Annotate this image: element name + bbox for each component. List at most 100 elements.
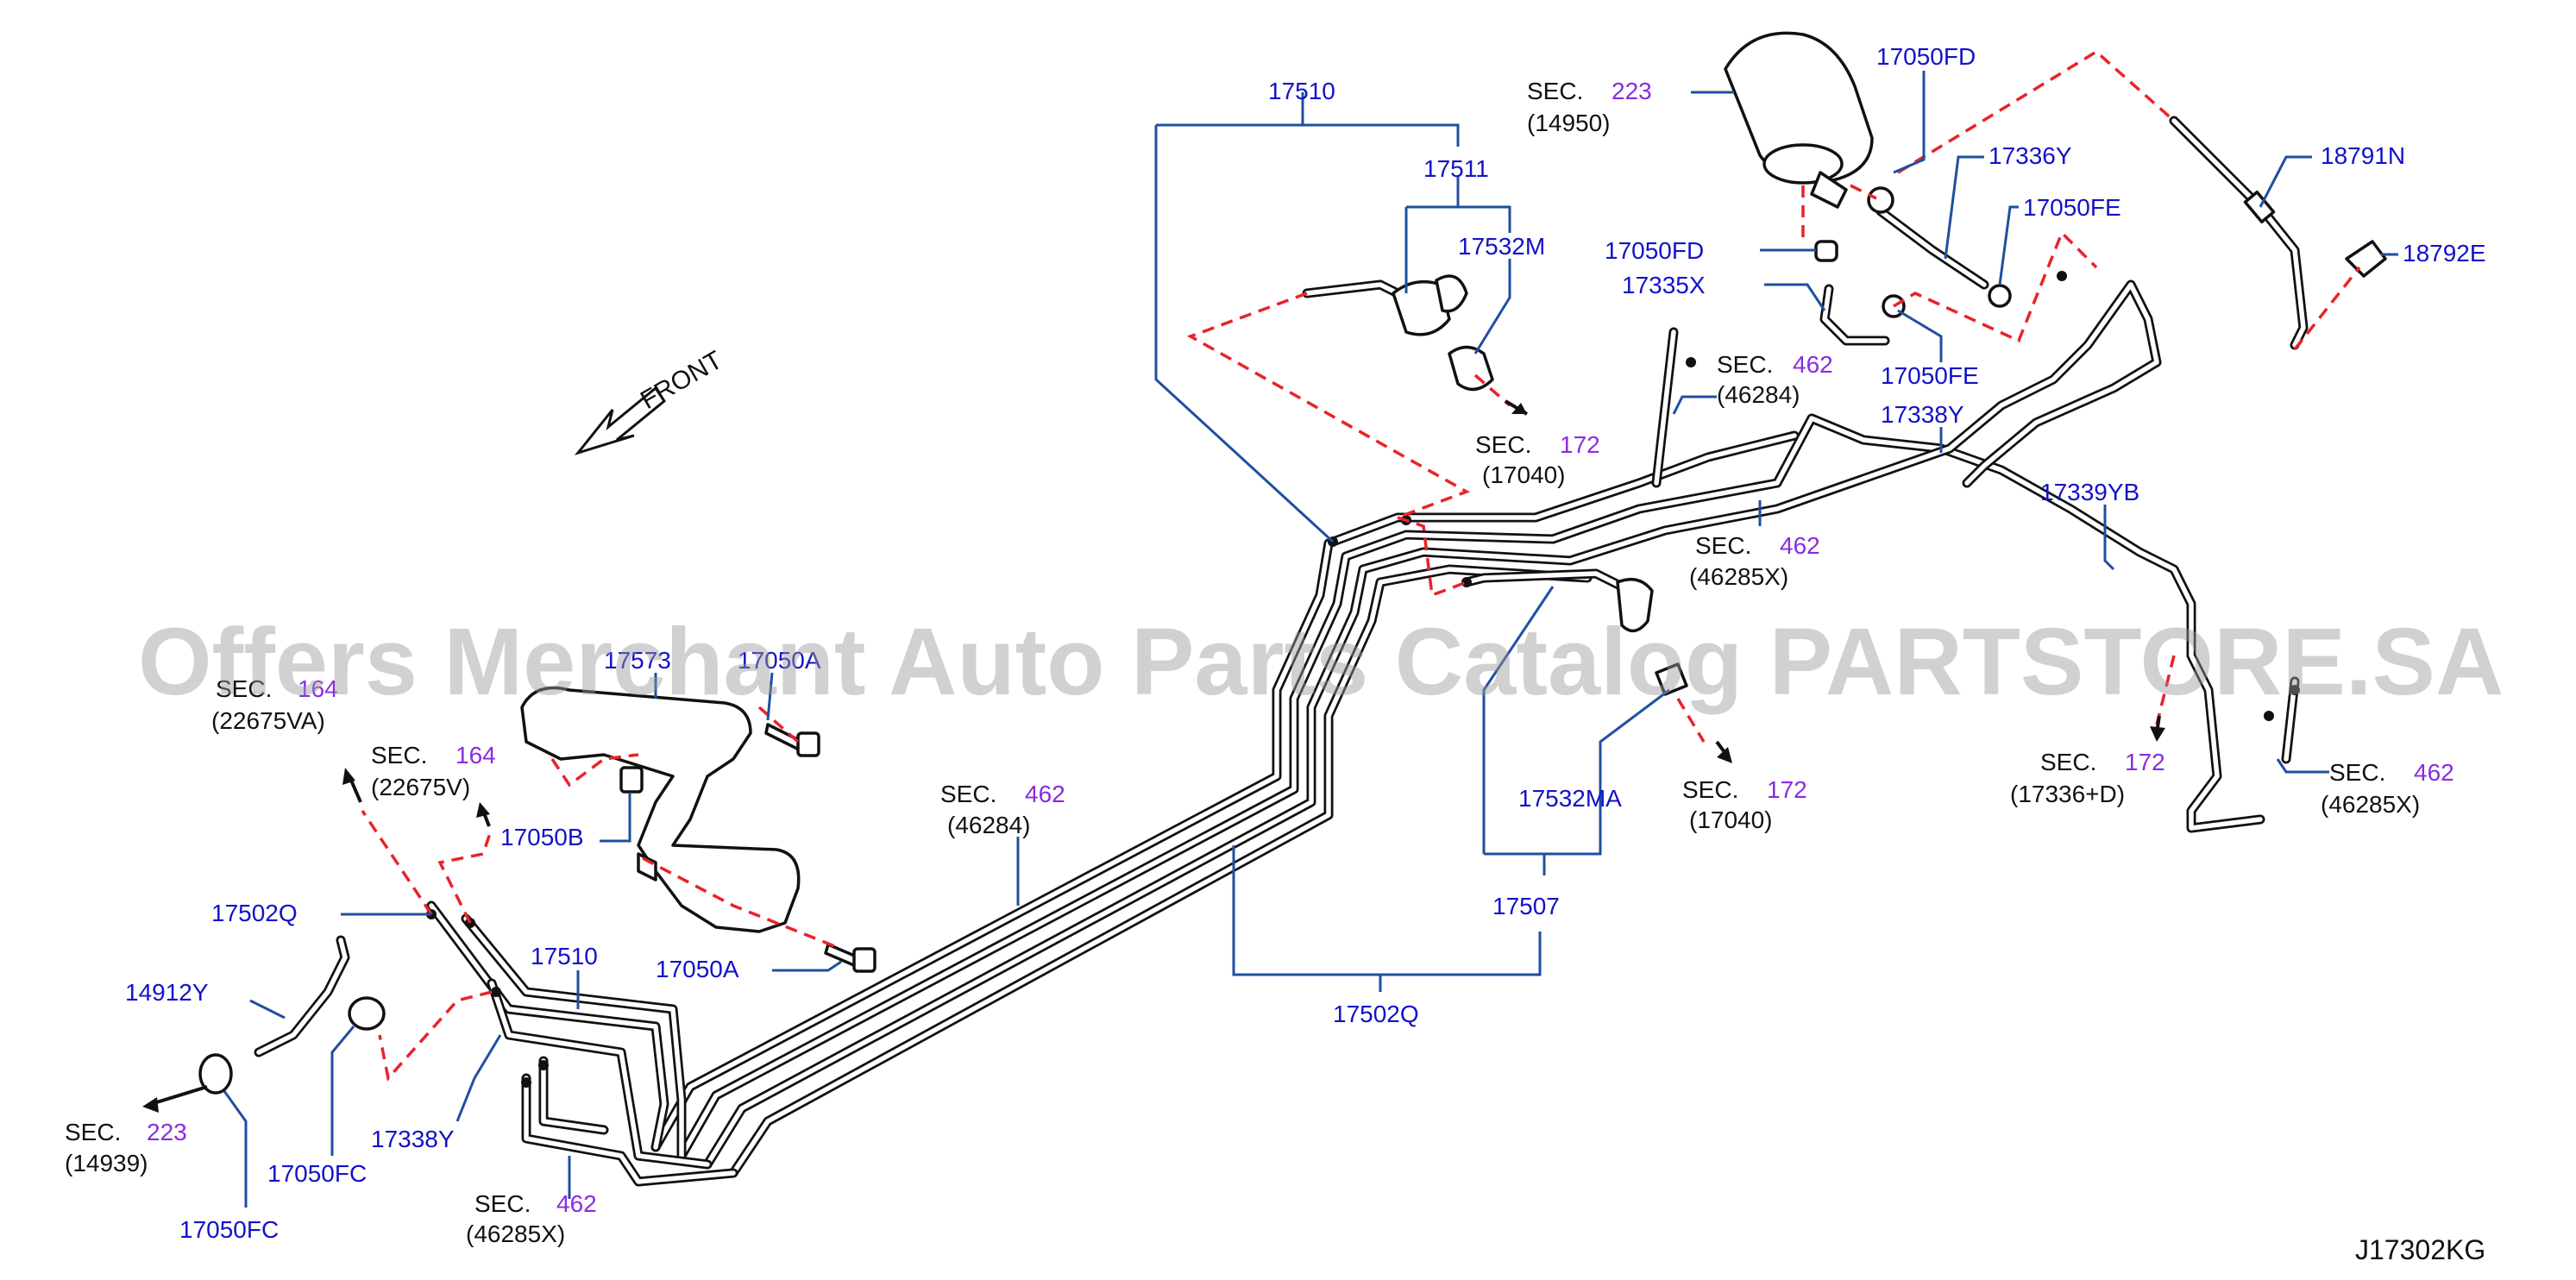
hose-14912Y (254, 935, 350, 1057)
sec-172-17040-mid: SEC. 172 (17040) (1682, 776, 1807, 833)
label-17573: 17573 (604, 647, 671, 674)
label-17335X: 17335X (1622, 272, 1706, 298)
direction-arrows (142, 399, 2165, 1113)
svg-text:SEC.: SEC. (1717, 351, 1773, 378)
svg-text:(17040): (17040) (1482, 461, 1566, 488)
svg-text:(14939): (14939) (65, 1150, 148, 1176)
main-pipe-bundle (650, 279, 2300, 1178)
label-17336Y: 17336Y (1989, 142, 2072, 169)
svg-text:SEC.: SEC. (1475, 431, 1531, 458)
svg-text:(22675V): (22675V) (371, 774, 470, 800)
connection-dashed-lines (361, 49, 2361, 1082)
label-17502Q-left: 17502Q (211, 900, 298, 926)
label-17502Q-bottom: 17502Q (1333, 1001, 1419, 1027)
clamp-17050FC-mid (348, 996, 386, 1031)
svg-text:SEC.: SEC. (371, 742, 427, 769)
label-17050FE-mid: 17050FE (1881, 362, 1979, 389)
svg-text:SEC.: SEC. (1527, 78, 1583, 104)
hose-17335X (1814, 240, 1890, 346)
label-17338Y-left: 17338Y (371, 1126, 455, 1152)
front-label: FRONT (636, 346, 727, 415)
svg-text:172: 172 (1560, 431, 1600, 458)
label-17510-left: 17510 (531, 943, 598, 969)
label-17532MA: 17532MA (1518, 785, 1622, 812)
leader-lines (223, 71, 2398, 1208)
svg-text:(22675VA): (22675VA) (211, 707, 325, 734)
front-pipe-branch (426, 900, 738, 1187)
clamp-18792E (2345, 240, 2387, 278)
svg-text:(46285X): (46285X) (1689, 563, 1788, 590)
label-17050FD-top: 17050FD (1876, 43, 1976, 70)
svg-text:462: 462 (556, 1190, 597, 1217)
sec-172-17040-top: SEC. 172 (17040) (1475, 431, 1600, 488)
connector-17532M (1448, 345, 1494, 392)
sec-164-22675VA: SEC. 164 (22675VA) (211, 675, 338, 734)
label-17050B: 17050B (500, 824, 584, 850)
part-labels: 17510 17511 17532M 17050FD 17336Y 18791N… (125, 43, 2486, 1243)
svg-text:SEC.: SEC. (65, 1119, 121, 1145)
svg-text:(46284): (46284) (1717, 381, 1800, 408)
svg-text:462: 462 (1793, 351, 1833, 378)
sec-223-14939: SEC. 223 (14939) (65, 1119, 187, 1176)
svg-text:164: 164 (456, 742, 496, 769)
watermark-text: Offers Merchant Auto Parts Catalog PARTS… (138, 609, 2504, 715)
sec-462-46285X-bottom: SEC. 462 (46285X) (466, 1190, 597, 1247)
svg-text:(17040): (17040) (1689, 806, 1773, 833)
svg-text:(46285X): (46285X) (466, 1220, 565, 1247)
label-14912Y: 14912Y (125, 979, 209, 1006)
label-17507: 17507 (1492, 893, 1560, 919)
svg-text:(14950): (14950) (1527, 110, 1611, 136)
svg-text:223: 223 (1612, 78, 1652, 104)
label-17510-top: 17510 (1268, 78, 1335, 104)
bracket-17573 (520, 686, 801, 933)
svg-text:223: 223 (147, 1119, 187, 1145)
label-17050FE-top: 17050FE (2023, 194, 2121, 221)
svg-text:SEC.: SEC. (1695, 532, 1751, 559)
svg-text:SEC.: SEC. (216, 675, 272, 702)
sec-462-46284-center: SEC. 462 (46284) (940, 781, 1065, 838)
svg-text:462: 462 (1780, 532, 1820, 559)
svg-text:SEC.: SEC. (1682, 776, 1738, 803)
label-17050FC-bottom: 17050FC (179, 1216, 279, 1243)
svg-text:172: 172 (2125, 749, 2165, 775)
sec-164-22675V: SEC. 164 (22675V) (371, 742, 496, 800)
front-indicator: FRONT (574, 346, 727, 455)
svg-text:SEC.: SEC. (2040, 749, 2096, 775)
label-17050A-top: 17050A (738, 647, 821, 674)
label-17532M: 17532M (1458, 233, 1545, 260)
sec-223-top: SEC. 223 (14950) (1527, 78, 1652, 136)
evap-canister (1724, 31, 1874, 209)
bolt-17050A-bottom (824, 943, 876, 973)
svg-text:462: 462 (2414, 759, 2454, 786)
label-17338Y-right: 17338Y (1881, 401, 1964, 428)
clip-17050FE-top (1988, 284, 2012, 308)
sec-462-46285X-mid: SEC. 462 (46285X) (1689, 532, 1820, 590)
svg-text:SEC.: SEC. (940, 781, 996, 807)
label-17050A-bottom: 17050A (656, 956, 739, 982)
hose-17336Y (1867, 186, 1989, 290)
nut-17050B (619, 766, 644, 794)
svg-text:164: 164 (298, 675, 338, 702)
svg-text:462: 462 (1025, 781, 1065, 807)
label-17050FD-mid: 17050FD (1605, 237, 1704, 264)
svg-text:(17336+D): (17336+D) (2010, 781, 2125, 807)
svg-text:SEC.: SEC. (474, 1190, 531, 1217)
svg-text:172: 172 (1767, 776, 1807, 803)
sec-462-46284-top: SEC. 462 (46284) (1717, 351, 1833, 408)
bolt-17050A-top (764, 723, 820, 757)
filler-tube (2169, 116, 2309, 350)
label-18791N: 18791N (2321, 142, 2405, 169)
label-17339YB: 17339YB (2040, 479, 2139, 505)
label-17050FC-mid: 17050FC (267, 1160, 367, 1187)
sec-172-17336D: SEC. 172 (17336+D) (2010, 749, 2165, 807)
clamp-17050FC-front (198, 1053, 233, 1095)
hose-17511 (1302, 274, 1468, 336)
connector-17532MA (1461, 568, 1688, 696)
svg-text:(46284): (46284) (947, 812, 1031, 838)
svg-text:SEC.: SEC. (2329, 759, 2385, 786)
svg-text:(46285X): (46285X) (2321, 791, 2420, 818)
label-18792E: 18792E (2403, 240, 2486, 267)
diagram-ref-code: J17302KG (2355, 1234, 2485, 1265)
sec-462-46285X-right: SEC. 462 (46285X) (2321, 759, 2454, 818)
